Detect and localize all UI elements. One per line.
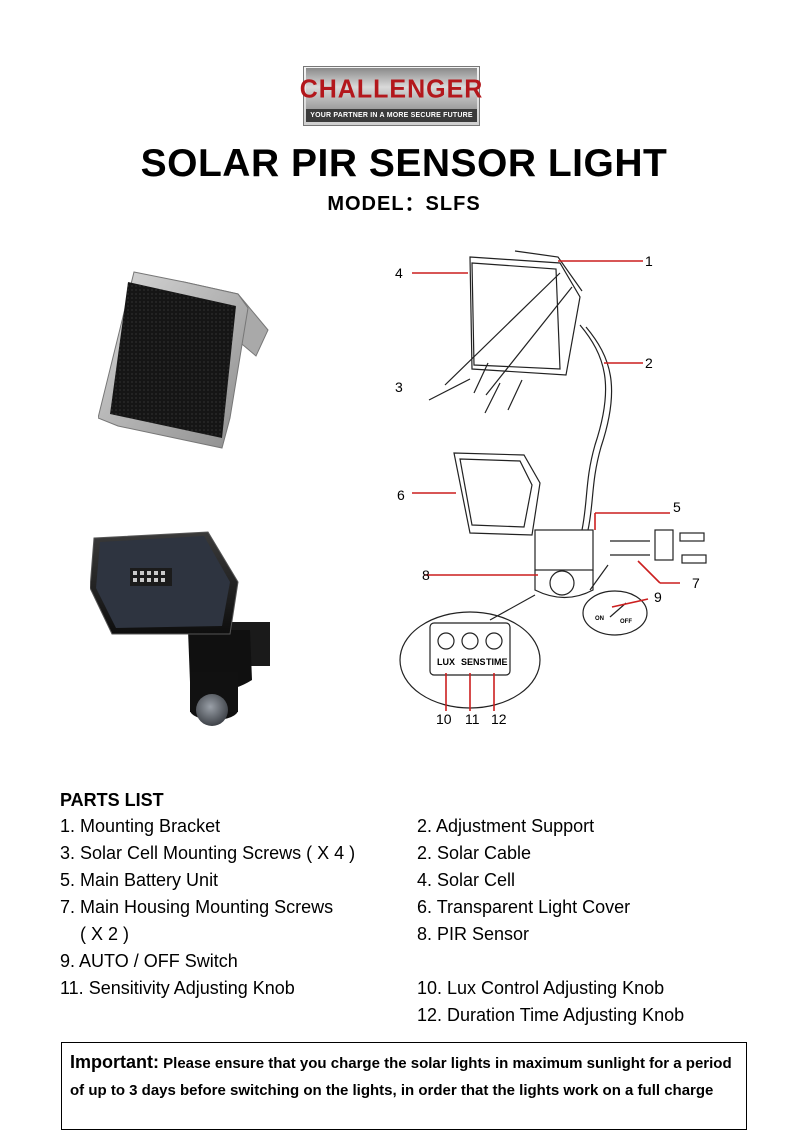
callout-2: 2 — [645, 355, 653, 371]
part-item: 9. AUTO / OFF Switch — [60, 951, 238, 971]
callout-12: 12 — [491, 711, 507, 727]
parts-list-heading: PARTS LIST — [60, 790, 164, 810]
notice-label: Important: — [70, 1052, 159, 1072]
part-item: 10. Lux Control Adjusting Knob — [417, 978, 665, 998]
part-item: 8. PIR Sensor — [417, 924, 530, 944]
callout-4: 4 — [395, 265, 403, 281]
notice-text: Please ensure that you charge the solar … — [70, 1055, 732, 1099]
exploded-parts-diagram: LUX SENS TIME ON OFF — [399, 250, 707, 711]
callout-1: 1 — [645, 253, 653, 269]
part-item: 5. Main Battery Unit — [60, 870, 219, 890]
solar-panel-photo — [98, 271, 269, 449]
knob-label-lux: LUX — [437, 657, 455, 667]
part-item: 12. Duration Time Adjusting Knob — [417, 1005, 685, 1025]
callout-11: 11 — [465, 711, 480, 727]
logo-brand-text: CHALLENGER — [300, 68, 482, 110]
part-item: 4. Solar Cell — [417, 870, 516, 890]
knob-label-sens: SENS — [461, 657, 486, 667]
model-number: MODEL：SLFS — [327, 193, 481, 215]
callout-9: 9 — [654, 589, 662, 605]
part-item: 1. Mounting Bracket — [60, 816, 221, 836]
part-item: 11. Sensitivity Adjusting Knob — [60, 978, 295, 998]
part-item: 2. Solar Cable — [417, 843, 532, 863]
part-item: 2. Adjustment Support — [417, 816, 595, 836]
part-item: ( X 2 ) — [80, 924, 130, 944]
company-logo: CHALLENGER YOUR PARTNER IN A MORE SECURE… — [300, 66, 482, 126]
callout-5: 5 — [673, 499, 681, 515]
important-notice: Important: Please ensure that you charge… — [61, 1042, 747, 1130]
logo-tagline: YOUR PARTNER IN A MORE SECURE FUTURE — [306, 109, 477, 122]
callout-8: 8 — [422, 567, 430, 583]
switch-label-on: ON — [595, 616, 604, 622]
callout-3: 3 — [395, 379, 403, 395]
knob-label-time: TIME — [486, 657, 508, 667]
part-item: 3. Solar Cell Mounting Screws ( X 4 ) — [60, 843, 356, 863]
callout-6: 6 — [397, 487, 405, 503]
light-unit-photo — [90, 531, 270, 726]
part-item: 6. Transparent Light Cover — [417, 897, 631, 917]
switch-label-off: OFF — [620, 619, 632, 625]
document-title: SOLAR PIR SENSOR LIGHT — [140, 142, 668, 185]
part-item: 7. Main Housing Mounting Screws — [60, 897, 334, 917]
callout-10: 10 — [436, 711, 452, 727]
callout-7: 7 — [692, 575, 700, 591]
